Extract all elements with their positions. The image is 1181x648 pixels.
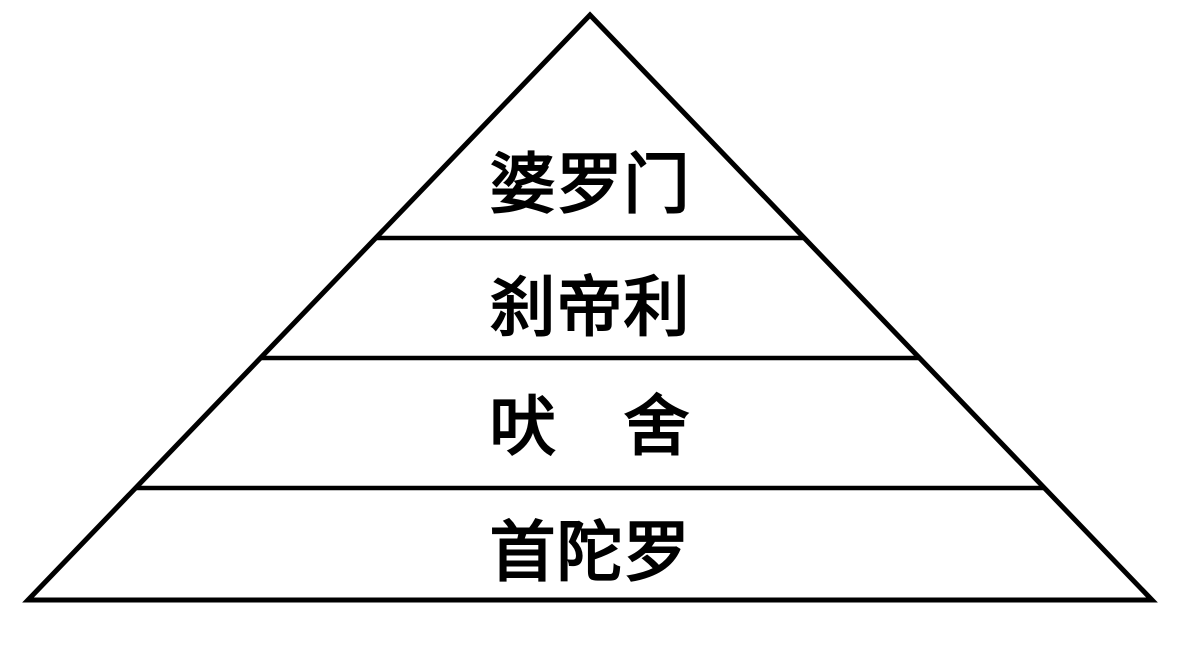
pyramid-level-4-label: 首陀罗 — [489, 517, 691, 590]
pyramid-level-1-label: 婆罗门 — [489, 149, 691, 222]
pyramid-level-2-label: 刹帝利 — [489, 272, 691, 345]
pyramid-outline — [22, 11, 1158, 603]
pyramid-level-3-label: 吠 舍 — [489, 391, 691, 464]
